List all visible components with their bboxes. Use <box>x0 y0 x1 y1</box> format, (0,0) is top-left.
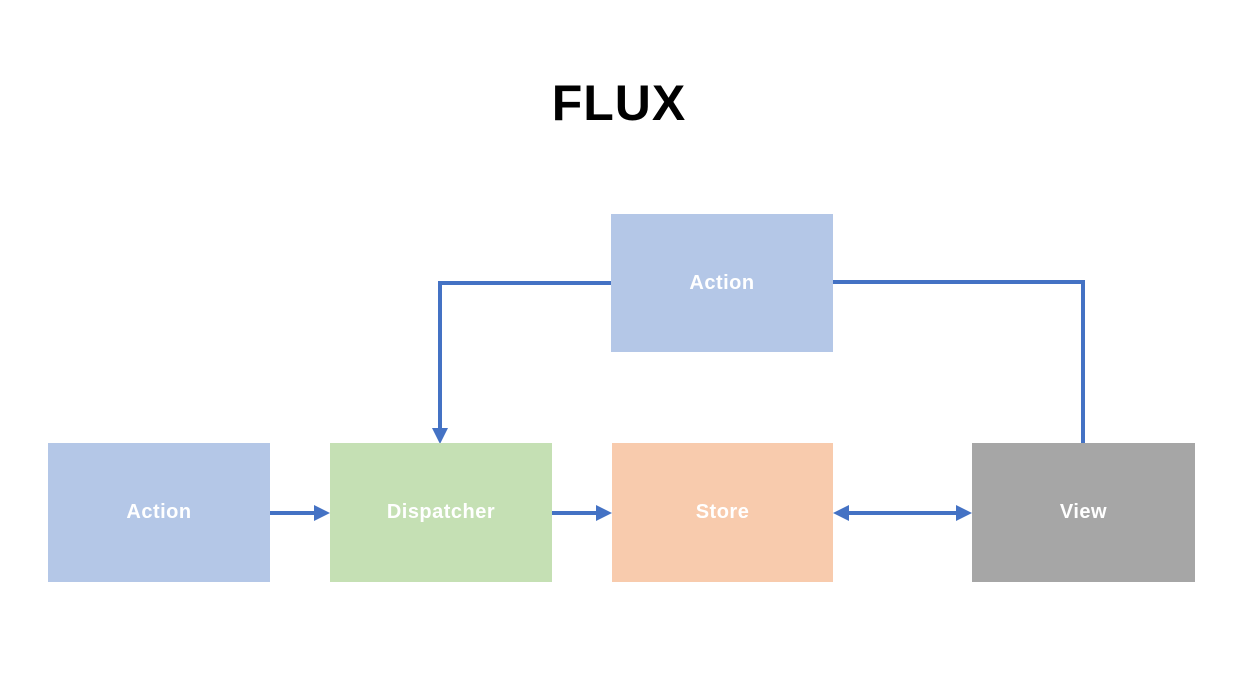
node-action-top: Action <box>611 214 833 352</box>
node-dispatcher-label: Dispatcher <box>386 501 496 523</box>
node-view-label: View <box>1059 501 1108 523</box>
edge-view-to-action-top <box>833 280 1085 443</box>
node-action-left-label: Action <box>126 501 192 523</box>
edge-store-view-double <box>833 505 972 521</box>
node-dispatcher: Dispatcher <box>330 443 552 582</box>
edge-action-top-to-dispatcher <box>432 281 611 444</box>
edge-action-left-to-dispatcher <box>270 505 330 521</box>
node-view: View <box>972 443 1195 582</box>
node-action-left: Action <box>48 443 270 582</box>
edge-dispatcher-to-store <box>552 505 612 521</box>
diagram-title: FLUX <box>551 75 687 131</box>
node-store-label: Store <box>695 501 750 523</box>
node-action-top-label: Action <box>689 271 755 294</box>
node-store: Store <box>612 443 833 582</box>
